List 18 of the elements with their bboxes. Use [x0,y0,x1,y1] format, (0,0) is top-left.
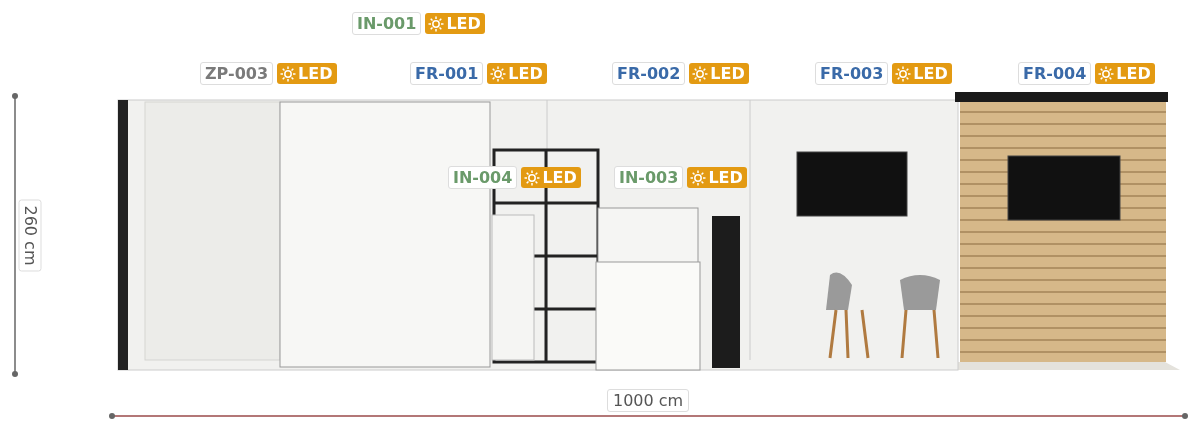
badge-label: LED [542,168,577,187]
badge-label: LED [1116,64,1151,83]
badge-label: LED [708,168,743,187]
item-code: FR-002 [612,62,686,85]
dimension-label: 260 cm [18,199,42,271]
item-code: IN-003 [614,166,684,189]
item-code: IN-001 [352,12,422,35]
item-code: FR-003 [815,62,889,85]
badge-label: LED [710,64,745,83]
item-code: IN-004 [448,166,518,189]
badge-label: LED [446,14,481,33]
item-code: FR-001 [410,62,484,85]
item-code: ZP-003 [200,62,274,85]
badge-label: LED [298,64,333,83]
dimension-label: 1000 cm [607,388,690,412]
badge-label: LED [913,64,948,83]
badge-label: LED [508,64,543,83]
item-code: FR-004 [1018,62,1092,85]
